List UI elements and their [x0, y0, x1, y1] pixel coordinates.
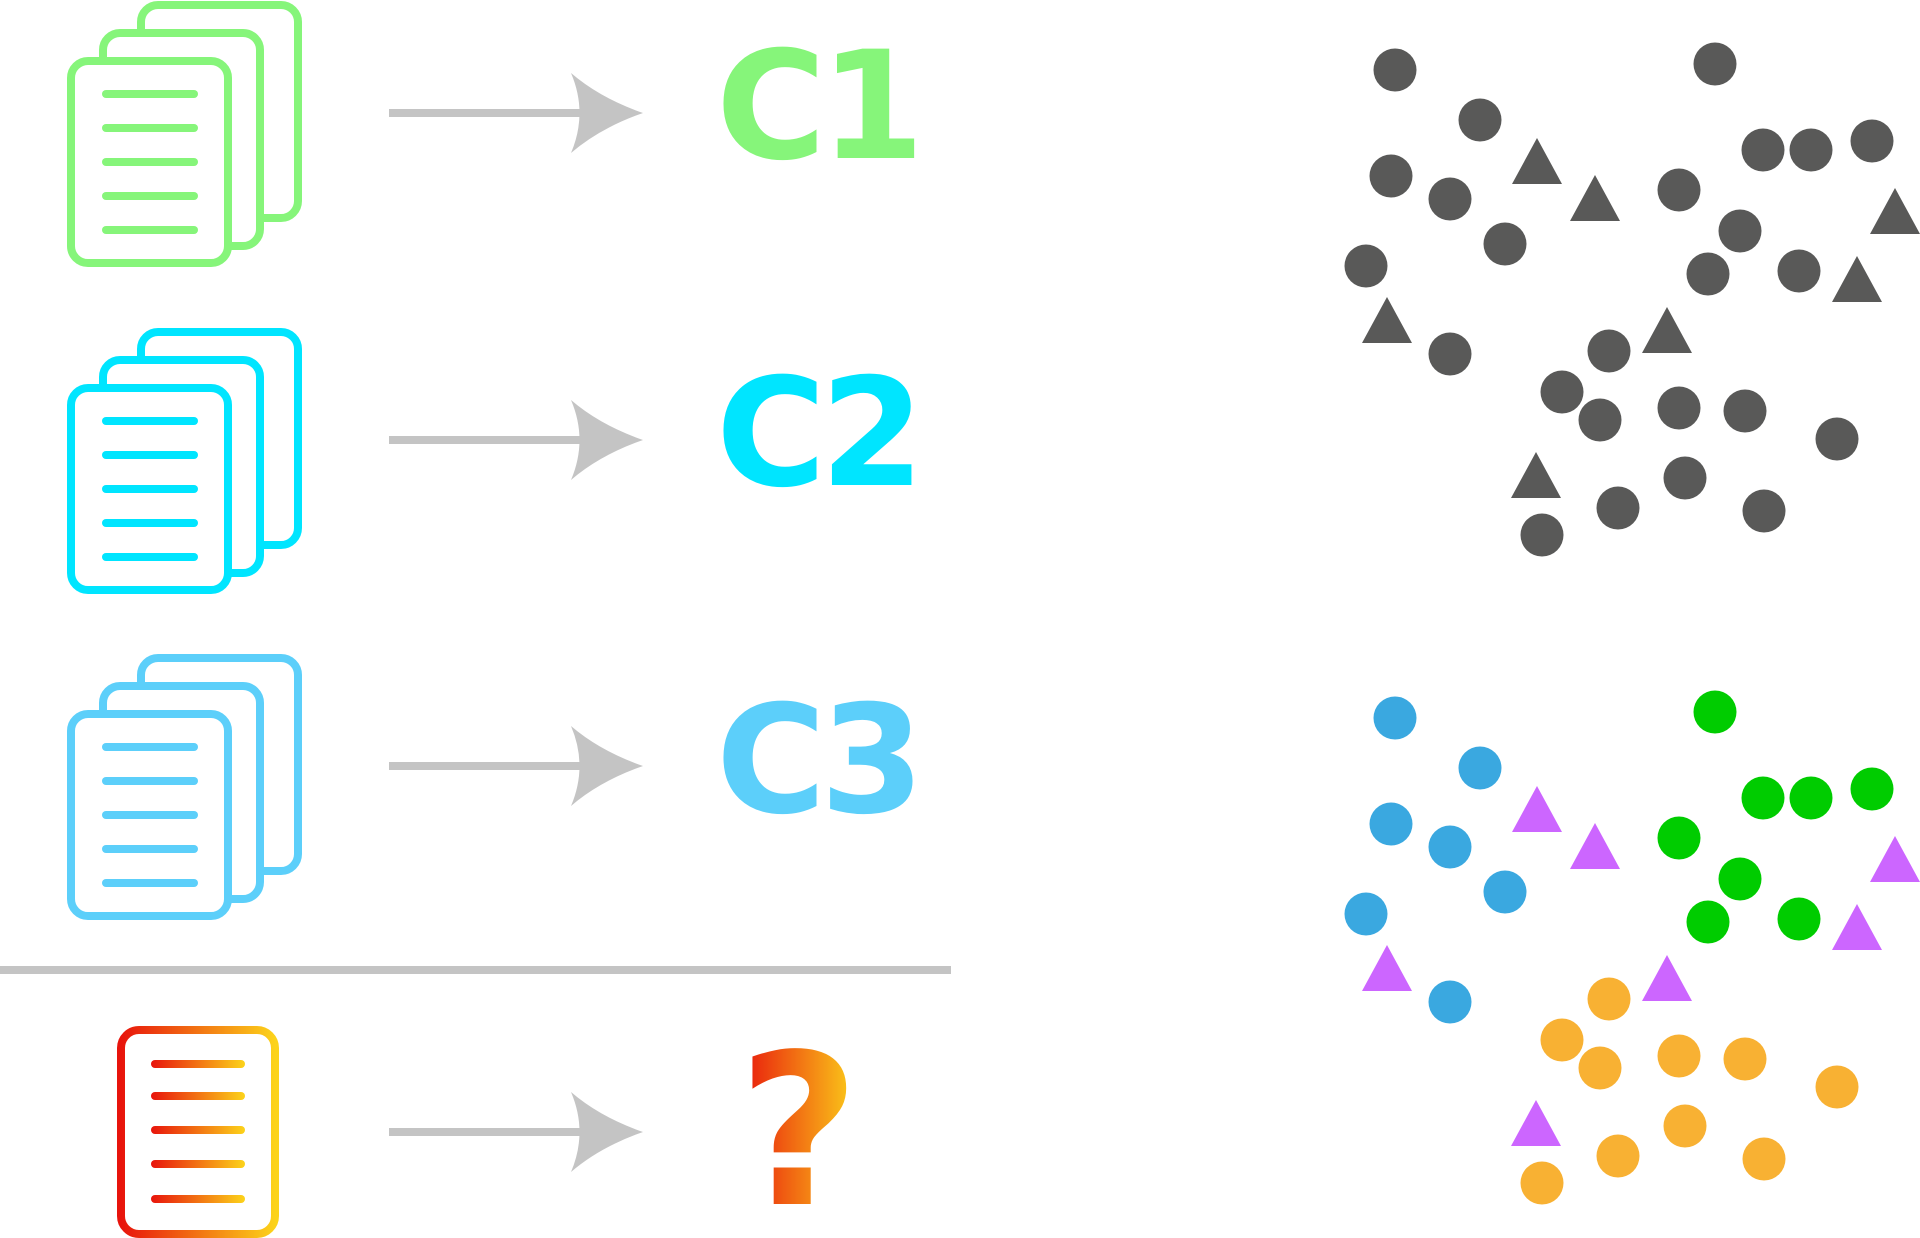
cluster-label: C2	[716, 347, 918, 521]
point-circle	[1344, 892, 1388, 936]
point-circle	[1663, 1104, 1707, 1148]
cluster-label: C1	[716, 20, 918, 194]
row-c3: C3	[67, 654, 924, 920]
point-circle	[1742, 489, 1786, 533]
point-circle	[1815, 1065, 1859, 1109]
point-circle	[1850, 767, 1894, 811]
point-circle	[1657, 386, 1701, 430]
point-circle	[1578, 398, 1622, 442]
point-triangle	[1511, 452, 1561, 498]
point-circle	[1344, 244, 1388, 288]
document-stack-icon	[67, 1, 302, 267]
point-circle	[1657, 1034, 1701, 1078]
arrow-icon	[389, 400, 643, 480]
point-circle	[1587, 329, 1631, 373]
point-circle	[1428, 825, 1472, 869]
query-row: ?	[117, 1009, 860, 1238]
point-circle	[1540, 370, 1584, 414]
point-circle	[1789, 776, 1833, 820]
point-circle	[1657, 168, 1701, 212]
point-triangle	[1870, 836, 1920, 882]
point-circle	[1718, 209, 1762, 253]
point-triangle	[1511, 1100, 1561, 1146]
divider-line	[0, 966, 951, 974]
row-c2: C2	[67, 328, 924, 594]
point-circle	[1686, 900, 1730, 944]
point-circle	[1777, 249, 1821, 293]
point-circle	[1428, 332, 1472, 376]
point-circle	[1741, 776, 1785, 820]
point-circle	[1723, 389, 1767, 433]
document-stack-icon	[67, 328, 302, 594]
cluster-label: C3	[716, 674, 918, 848]
point-circle	[1458, 746, 1502, 790]
query-document-icon	[117, 1026, 279, 1238]
point-circle	[1596, 1134, 1640, 1178]
point-circle	[1483, 222, 1527, 266]
point-circle	[1789, 128, 1833, 172]
point-triangle	[1642, 307, 1692, 353]
point-circle	[1850, 119, 1894, 163]
row-c1: C1	[67, 1, 924, 267]
point-circle	[1723, 1037, 1767, 1081]
point-triangle	[1570, 823, 1620, 869]
point-circle	[1373, 48, 1417, 92]
point-triangle	[1832, 256, 1882, 302]
point-circle	[1663, 456, 1707, 500]
point-circle	[1520, 513, 1564, 557]
point-triangle	[1642, 955, 1692, 1001]
text-line	[151, 1092, 245, 1100]
point-circle	[1741, 128, 1785, 172]
point-triangle	[1512, 786, 1562, 832]
point-circle	[1428, 980, 1472, 1024]
point-triangle	[1512, 138, 1562, 184]
point-circle	[1373, 696, 1417, 740]
text-line	[151, 1060, 245, 1068]
point-triangle	[1570, 175, 1620, 221]
point-triangle	[1870, 188, 1920, 234]
point-circle	[1815, 417, 1859, 461]
point-circle	[1458, 98, 1502, 142]
arrow-icon	[389, 1092, 643, 1172]
point-circle	[1540, 1018, 1584, 1062]
point-triangle	[1362, 945, 1412, 991]
unlabeled-cluster	[1344, 42, 1920, 557]
arrow-icon	[389, 726, 643, 806]
point-circle	[1657, 816, 1701, 860]
text-line	[151, 1195, 245, 1203]
point-circle	[1693, 690, 1737, 734]
point-circle	[1718, 857, 1762, 901]
unknown-cluster-label: ?	[738, 1009, 860, 1238]
arrow-icon	[389, 73, 643, 153]
text-line	[151, 1160, 245, 1168]
point-circle	[1742, 1137, 1786, 1181]
point-circle	[1777, 897, 1821, 941]
point-circle	[1483, 870, 1527, 914]
point-circle	[1686, 252, 1730, 296]
point-circle	[1578, 1046, 1622, 1090]
point-triangle	[1362, 297, 1412, 343]
point-circle	[1369, 154, 1413, 198]
point-circle	[1520, 1161, 1564, 1205]
labeled-cluster	[1344, 690, 1920, 1205]
point-triangle	[1832, 904, 1882, 950]
point-circle	[1587, 977, 1631, 1021]
point-circle	[1428, 177, 1472, 221]
point-circle	[1369, 802, 1413, 846]
text-line	[151, 1126, 245, 1134]
document-stack-icon	[67, 654, 302, 920]
point-circle	[1596, 486, 1640, 530]
point-circle	[1693, 42, 1737, 86]
